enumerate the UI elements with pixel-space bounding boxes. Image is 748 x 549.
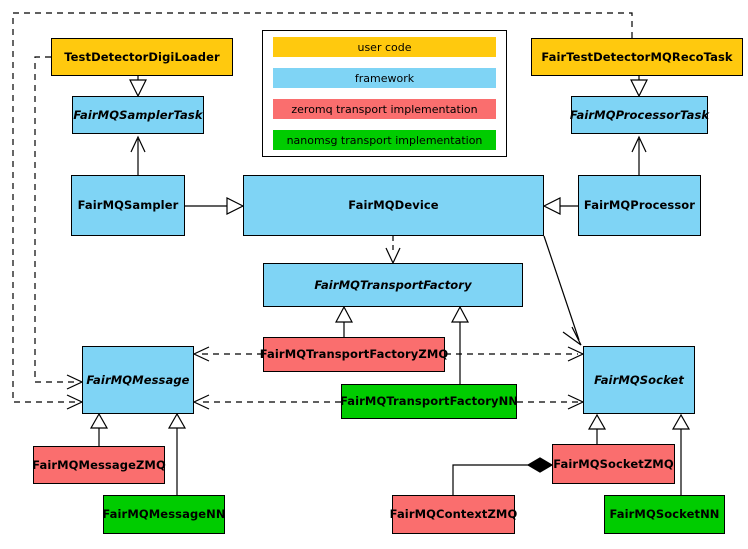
edge-recotask-inherits-processortask [630, 76, 648, 98]
edge-socketzmq-inherits-socket [587, 413, 607, 444]
edge-factorynn-creates-message [192, 394, 341, 410]
edge-socketnn-inherits-socket [671, 413, 691, 495]
edge-factoryzmq-creates-socket [445, 346, 585, 362]
class-box-fairmq-sampler-task[interactable]: FairMQSamplerTask [72, 96, 204, 134]
class-label: FairMQSocketNN [609, 507, 720, 522]
edge-sampler-inherits-device [185, 197, 245, 215]
class-label: FairTestDetectorMQRecoTask [541, 49, 733, 64]
class-box-fairmq-context-zmq[interactable]: FairMQContextZMQ [389, 495, 518, 534]
class-label: FairMQSamplerTask [73, 107, 203, 122]
legend-item-framework: framework [273, 68, 496, 88]
edge-contextzmq-composes-socketzmq [452, 457, 554, 495]
edge-processor-inherits-device [542, 197, 578, 215]
class-box-fairmq-message-nn[interactable]: FairMQMessageNN [102, 495, 226, 534]
legend-item-zeromq: zeromq transport implementation [273, 99, 496, 119]
class-box-fairmq-socket[interactable]: FairMQSocket [583, 346, 695, 414]
legend-label: user code [357, 40, 412, 54]
class-box-fairmq-processor[interactable]: FairMQProcessor [578, 175, 701, 236]
edge-processor-uses-processortask [631, 135, 647, 175]
edge-factoryzmq-creates-message [192, 346, 263, 362]
class-label: FairMQMessageNN [102, 507, 226, 522]
edge-factorynn-inherits-factory [451, 305, 469, 384]
class-label: FairMQContextZMQ [389, 507, 518, 522]
class-label: FairMQMessage [86, 372, 190, 387]
class-label: FairMQProcessor [583, 198, 696, 213]
class-box-fair-test-detector-mq-reco-task[interactable]: FairTestDetectorMQRecoTask [531, 38, 743, 76]
edge-factorynn-creates-socket [517, 394, 585, 410]
class-label: FairMQSocketZMQ [553, 456, 674, 471]
class-label: FairMQTransportFactoryZMQ [259, 347, 449, 362]
edge-device-uses-transportfactory [385, 236, 401, 265]
legend-item-nanomsg: nanomsg transport implementation [273, 130, 496, 150]
edge-factoryzmq-inherits-factory [335, 305, 353, 337]
legend-label: framework [354, 71, 415, 85]
class-box-fairmq-processor-task[interactable]: FairMQProcessorTask [569, 96, 710, 134]
class-box-fairmq-device[interactable]: FairMQDevice [243, 175, 544, 236]
edge-messagezmq-inherits-message [89, 412, 109, 446]
edge-device-uses-socket [543, 235, 582, 346]
color-legend: user code framework zeromq transport imp… [262, 30, 507, 157]
legend-label: nanomsg transport implementation [286, 133, 483, 147]
class-label: FairMQSocket [594, 372, 684, 387]
class-box-fairmq-socket-zmq[interactable]: FairMQSocketZMQ [552, 444, 675, 484]
class-box-fairmq-socket-nn[interactable]: FairMQSocketNN [604, 495, 725, 534]
edge-messagenn-inherits-message [167, 412, 187, 495]
legend-label: zeromq transport implementation [291, 102, 478, 116]
class-label: FairMQDevice [348, 198, 439, 213]
class-label: FairMQMessageZMQ [32, 457, 166, 472]
legend-item-user-code: user code [273, 37, 496, 57]
class-box-test-detector-digi-loader[interactable]: TestDetectorDigiLoader [51, 38, 233, 76]
class-box-fairmq-transport-factory-nn[interactable]: FairMQTransportFactoryNN [339, 384, 519, 419]
edge-sampler-uses-samplertask [130, 135, 146, 175]
class-label: FairMQProcessorTask [569, 107, 710, 122]
class-label: FairMQTransportFactory [314, 277, 472, 292]
class-label: FairMQSampler [77, 198, 179, 213]
class-label: FairMQTransportFactoryNN [339, 394, 519, 409]
class-box-fairmq-transport-factory[interactable]: FairMQTransportFactory [263, 263, 523, 307]
class-box-fairmq-sampler[interactable]: FairMQSampler [71, 175, 185, 236]
class-box-fairmq-message-zmq[interactable]: FairMQMessageZMQ [32, 446, 166, 484]
class-box-fairmq-transport-factory-zmq[interactable]: FairMQTransportFactoryZMQ [260, 337, 448, 372]
class-box-fairmq-message[interactable]: FairMQMessage [82, 346, 194, 414]
edge-digiloader-inherits-samplertask [129, 76, 147, 98]
class-label: TestDetectorDigiLoader [64, 49, 220, 64]
